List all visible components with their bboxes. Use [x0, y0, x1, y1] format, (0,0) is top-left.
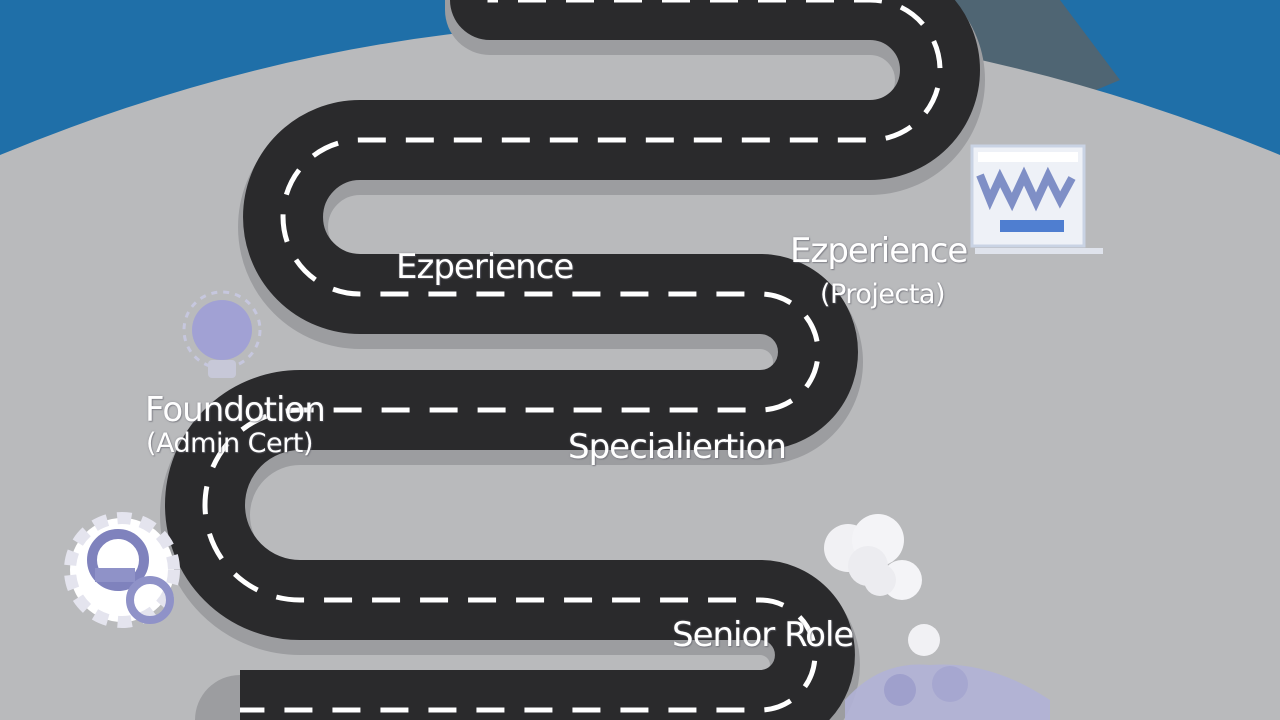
- milestone-admin-cert-subtitle: (Admin Cert): [146, 428, 313, 459]
- cloud-icon: [824, 514, 922, 600]
- milestone-experience-left: Ezperience: [396, 247, 574, 287]
- lightbulb-icon: [182, 290, 262, 378]
- laptop-icon: [970, 144, 1103, 254]
- milestone-specialization: Specialiertion: [568, 427, 787, 467]
- milestone-experience-right: Ezperience: [790, 231, 968, 271]
- gear-icon: [64, 512, 180, 628]
- milestone-senior-role: Senior Role: [672, 615, 854, 655]
- group-icon: [845, 624, 1050, 720]
- lane-markings: [202, 0, 943, 713]
- milestone-projects-subtitle: (Projecta): [820, 279, 946, 310]
- milestone-foundation: Foundotion: [145, 390, 326, 430]
